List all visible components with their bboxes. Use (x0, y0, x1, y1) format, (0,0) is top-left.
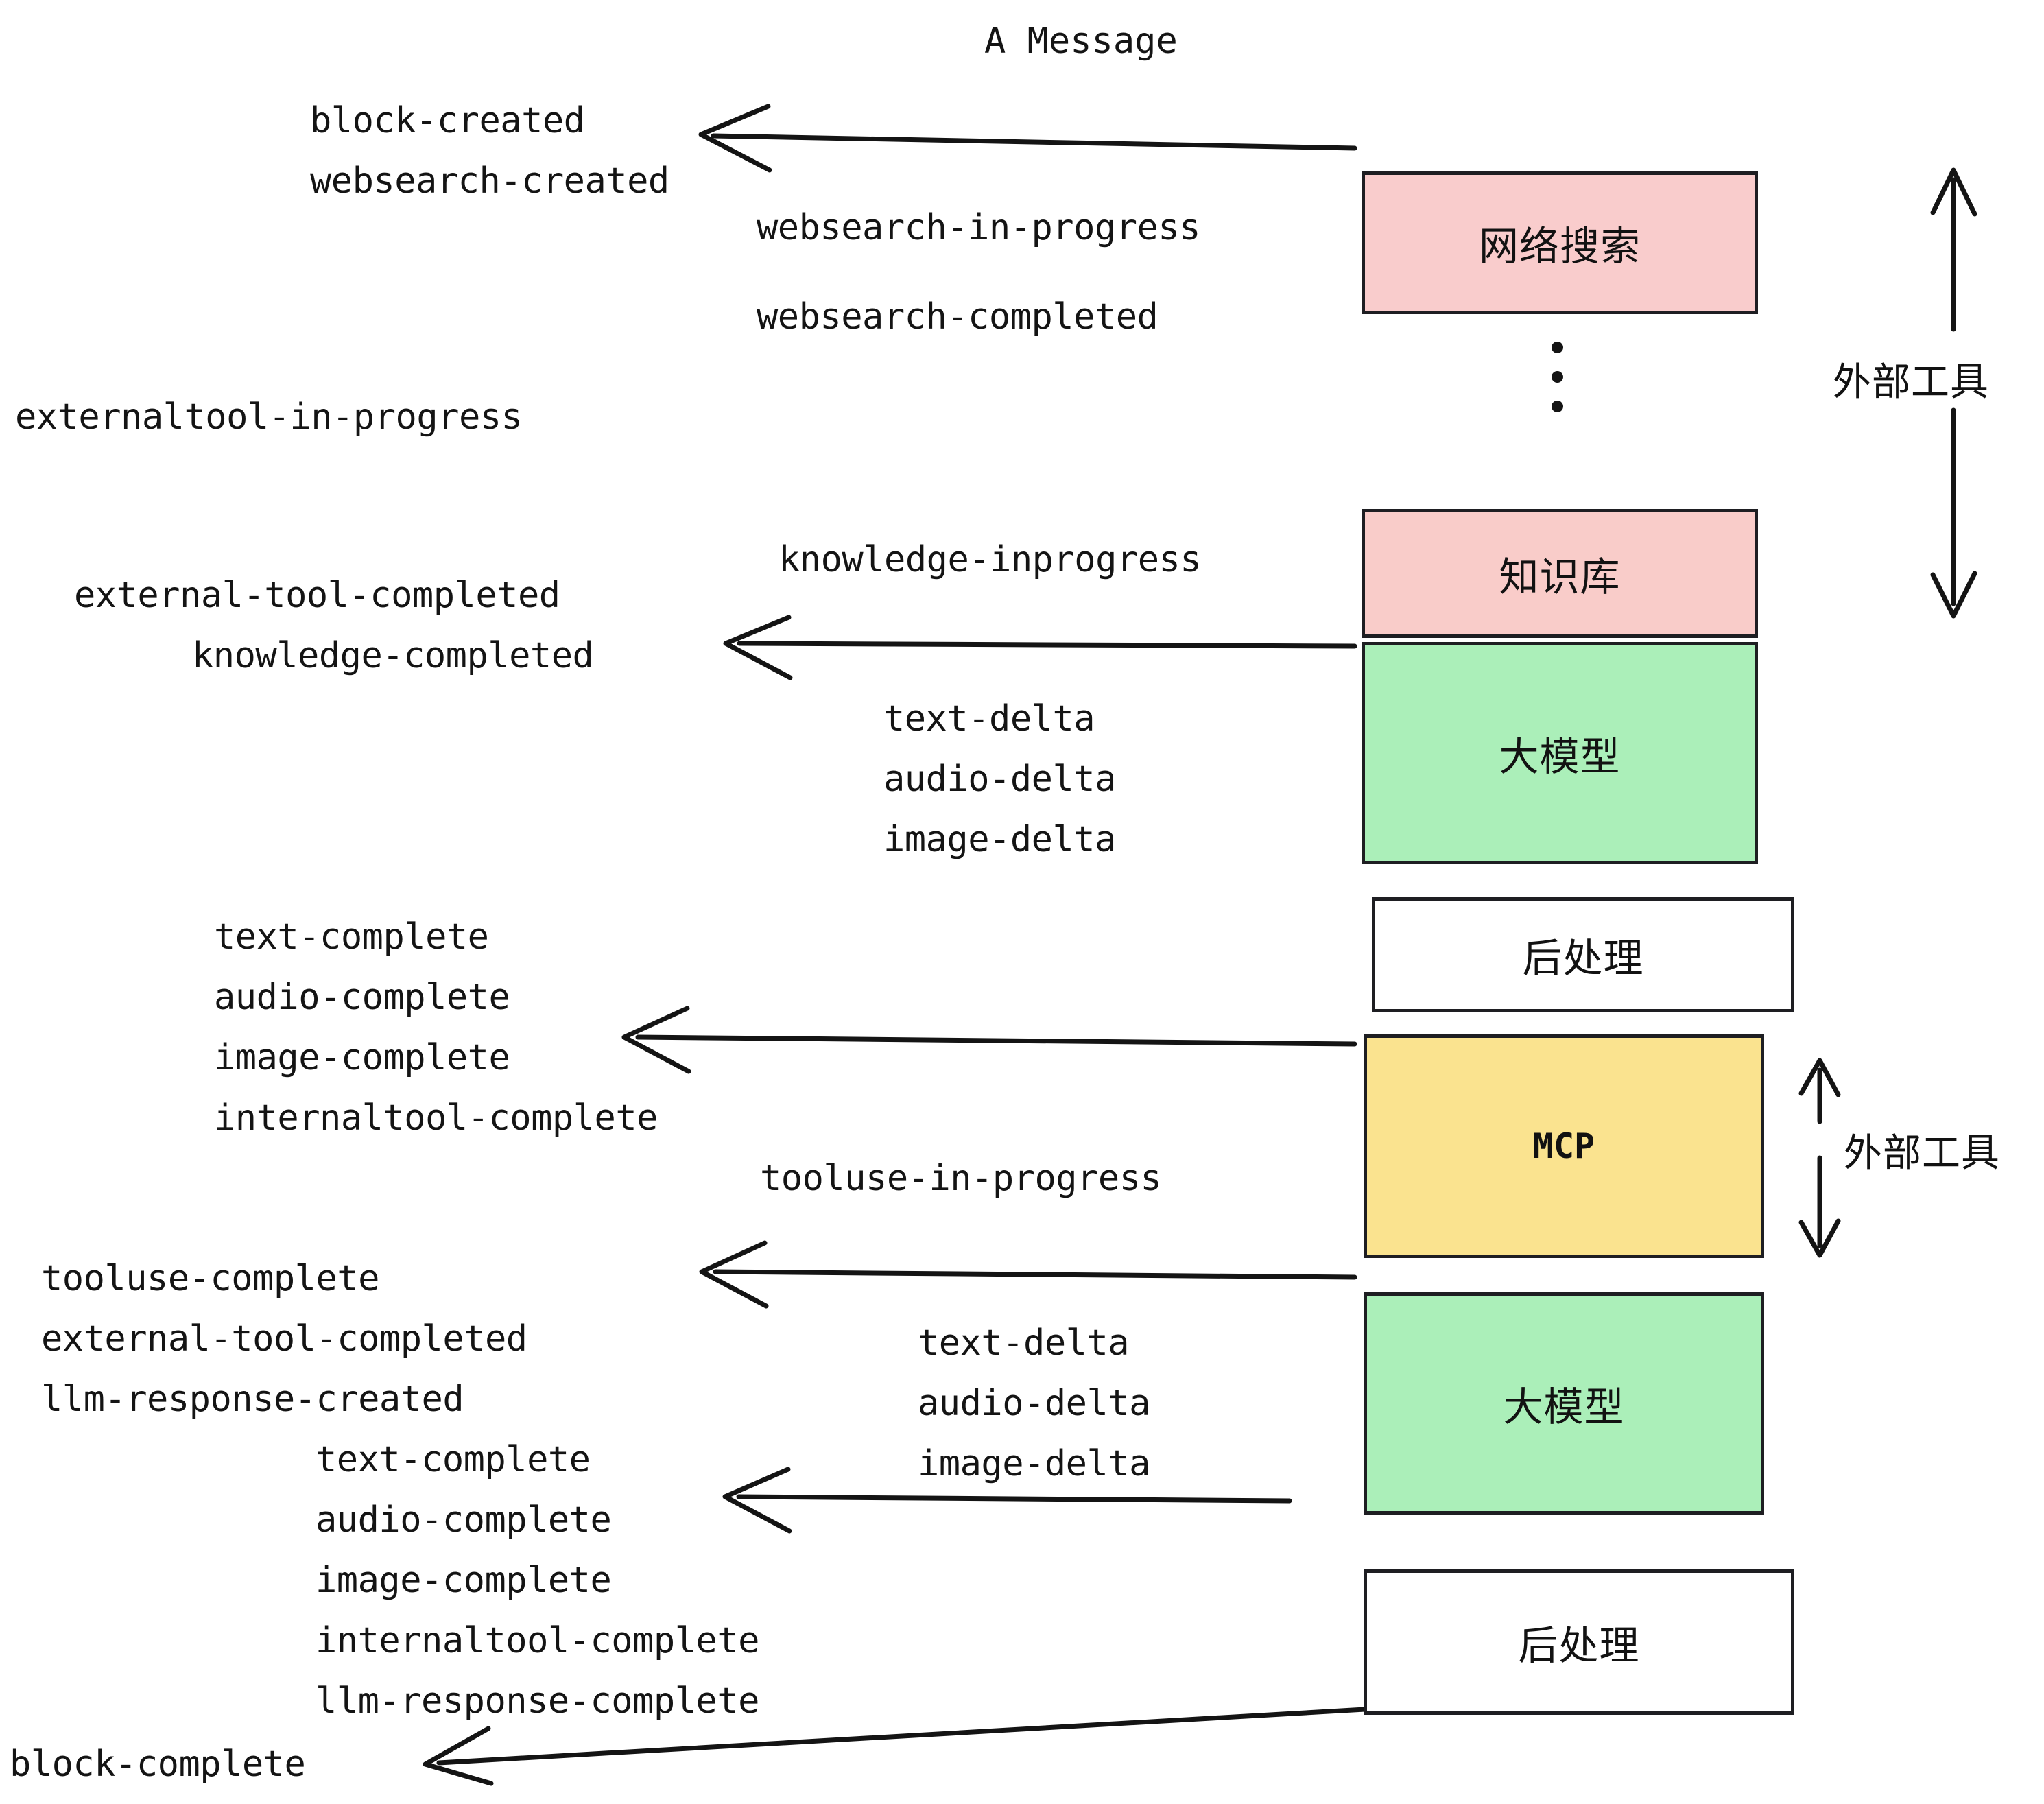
side-label-external-tools-bottom: 外部工具 (1844, 1131, 2000, 1176)
event-tooluse-in-progress: tooluse-in-progress (760, 1158, 1162, 1199)
node-websearch-label: 网络搜索 (1478, 223, 1641, 270)
event-external-tool-completed-2: external-tool-completed (41, 1318, 527, 1360)
event-externaltool-in-progress: externaltool-in-progress (15, 396, 523, 438)
dot-3 (1552, 401, 1563, 412)
event-tooluse-complete: tooluse-complete (41, 1258, 379, 1299)
arrow-mcp-to-left (699, 1240, 1357, 1309)
event-text-delta-1: text-delta (883, 698, 1095, 739)
event-text-delta-2: text-delta (918, 1322, 1130, 1364)
diagram-title: A Message (984, 21, 1178, 62)
event-llm-response-complete: llm-response-complete (316, 1681, 759, 1722)
dot-1 (1552, 342, 1563, 353)
ellipsis-dots (1552, 342, 1563, 412)
node-llm-2-label: 大模型 (1503, 1384, 1625, 1430)
node-knowledge-label: 知识库 (1499, 554, 1621, 600)
event-websearch-completed: websearch-completed (757, 296, 1158, 337)
external-tools-bracket-bottom (1798, 1058, 1841, 1258)
event-text-complete-1: text-complete (214, 916, 489, 958)
event-internaltool-complete-2: internaltool-complete (316, 1620, 759, 1661)
dot-2 (1552, 371, 1563, 383)
event-image-delta-2: image-delta (918, 1443, 1150, 1484)
node-postprocess-2-label: 后处理 (1518, 1622, 1640, 1669)
event-external-tool-completed-1: external-tool-completed (74, 575, 560, 616)
event-websearch-in-progress: websearch-in-progress (757, 207, 1200, 248)
event-knowledge-inprogress: knowledge-inprogress (779, 539, 1202, 580)
event-knowledge-completed: knowledge-completed (192, 635, 594, 676)
side-label-external-tools-top: 外部工具 (1833, 360, 1989, 405)
event-websearch-created: websearch-created (310, 161, 669, 202)
arrow-postproc1-to-left (621, 1006, 1357, 1074)
node-mcp-label: MCP (1532, 1126, 1595, 1166)
event-audio-complete-2: audio-complete (316, 1499, 612, 1541)
node-llm-2[interactable]: 大模型 (1364, 1292, 1764, 1515)
node-postprocess-1-label: 后处理 (1522, 935, 1644, 982)
node-knowledge[interactable]: 知识库 (1362, 509, 1758, 638)
event-llm-response-created: llm-response-created (41, 1379, 464, 1420)
event-block-complete: block-complete (10, 1744, 306, 1785)
event-image-delta-1: image-delta (883, 819, 1116, 860)
node-websearch[interactable]: 网络搜索 (1362, 171, 1758, 314)
arrow-knowledge-to-left (723, 615, 1357, 680)
event-internaltool-complete-1: internaltool-complete (214, 1097, 658, 1139)
node-postprocess-2[interactable]: 后处理 (1364, 1569, 1794, 1715)
node-llm-1[interactable]: 大模型 (1362, 642, 1758, 864)
node-mcp[interactable]: MCP (1364, 1034, 1764, 1258)
node-postprocess-1[interactable]: 后处理 (1372, 897, 1794, 1012)
event-image-complete-2: image-complete (316, 1560, 612, 1601)
arrow-websearch-to-left (698, 104, 1357, 173)
event-audio-complete-1: audio-complete (214, 977, 510, 1018)
node-llm-1-label: 大模型 (1499, 733, 1621, 780)
event-block-created: block-created (310, 100, 585, 141)
event-text-complete-2: text-complete (316, 1439, 591, 1480)
event-image-complete-1: image-complete (214, 1037, 510, 1078)
event-audio-delta-2: audio-delta (918, 1383, 1150, 1424)
event-audio-delta-1: audio-delta (883, 759, 1116, 800)
